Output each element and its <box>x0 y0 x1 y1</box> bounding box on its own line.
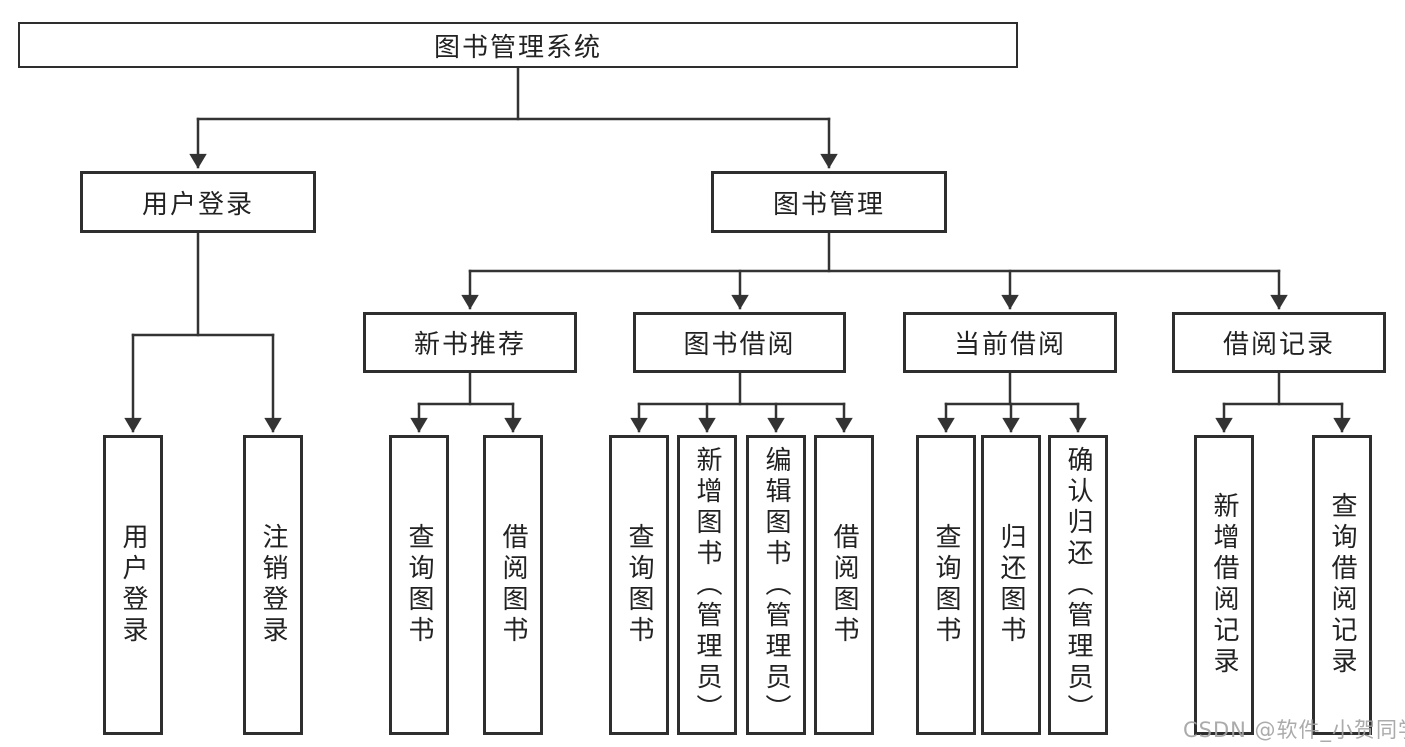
node-borrow-records-label: 借阅记录 <box>1222 330 1335 360</box>
leaf-bb-edit-book-admin: 编辑图书（管理员） <box>746 435 806 735</box>
leaf-bb-query-books-label: 查询图书 <box>624 523 654 647</box>
leaf-br-query-record: 查询借阅记录 <box>1312 435 1372 735</box>
leaf-nbr-query-books-label: 查询图书 <box>404 523 434 647</box>
edge-root-to-level2 <box>189 66 838 169</box>
node-root-label: 图书管理系统 <box>433 32 602 63</box>
edge-borrow-records-to-leaves <box>1215 371 1351 433</box>
edge-book-borrowing-to-leaves <box>630 371 853 433</box>
leaf-bb-borrow-books-label: 借阅图书 <box>829 523 859 647</box>
leaf-nbr-borrow-books: 借阅图书 <box>483 435 543 735</box>
csdn-watermark: CSDN @软件_小贺同学 <box>1183 718 1405 742</box>
leaf-cb-confirm-return-admin-label: 确认归还（管理员） <box>1063 445 1093 725</box>
leaf-cb-confirm-return-admin: 确认归还（管理员） <box>1048 435 1108 735</box>
node-root: 图书管理系统 <box>18 22 1018 68</box>
edge-new-book-recommend-to-leaves <box>410 371 522 433</box>
node-user-login-label: 用户登录 <box>141 189 254 220</box>
node-user-login: 用户登录 <box>80 171 316 233</box>
leaf-user-login: 用户登录 <box>103 435 163 735</box>
leaf-br-query-record-label: 查询借阅记录 <box>1327 492 1357 678</box>
node-current-borrowing: 当前借阅 <box>903 312 1117 373</box>
leaf-bb-query-books: 查询图书 <box>609 435 669 735</box>
leaf-bb-add-book-admin-label: 新增图书（管理员） <box>692 445 722 725</box>
node-new-book-recommend-label: 新书推荐 <box>413 330 526 360</box>
node-book-management-label: 图书管理 <box>772 189 885 220</box>
leaf-cb-query-books: 查询图书 <box>916 435 976 735</box>
leaf-cb-return-books-label: 归还图书 <box>996 523 1026 647</box>
node-current-borrowing-label: 当前借阅 <box>953 330 1066 360</box>
leaf-logout-label: 注销登录 <box>258 523 288 647</box>
edge-user-login-to-leaves <box>124 230 282 433</box>
leaf-nbr-query-books: 查询图书 <box>389 435 449 735</box>
leaf-br-add-record: 新增借阅记录 <box>1194 435 1254 735</box>
leaf-br-add-record-label: 新增借阅记录 <box>1209 492 1239 678</box>
leaf-bb-borrow-books: 借阅图书 <box>814 435 874 735</box>
node-new-book-recommend: 新书推荐 <box>363 312 577 373</box>
leaf-cb-query-books-label: 查询图书 <box>931 523 961 647</box>
edge-current-borrowing-to-leaves <box>937 371 1087 433</box>
leaf-logout: 注销登录 <box>243 435 303 735</box>
leaf-bb-add-book-admin: 新增图书（管理员） <box>677 435 737 735</box>
node-book-management: 图书管理 <box>711 171 947 233</box>
leaf-bb-edit-book-admin-label: 编辑图书（管理员） <box>761 445 791 725</box>
edge-book-management-to-sections <box>461 230 1288 310</box>
leaf-cb-return-books: 归还图书 <box>981 435 1041 735</box>
node-borrow-records: 借阅记录 <box>1172 312 1386 373</box>
node-book-borrowing-label: 图书借阅 <box>683 330 796 360</box>
leaf-user-login-label: 用户登录 <box>118 523 148 647</box>
node-book-borrowing: 图书借阅 <box>633 312 846 373</box>
leaf-nbr-borrow-books-label: 借阅图书 <box>498 523 528 647</box>
